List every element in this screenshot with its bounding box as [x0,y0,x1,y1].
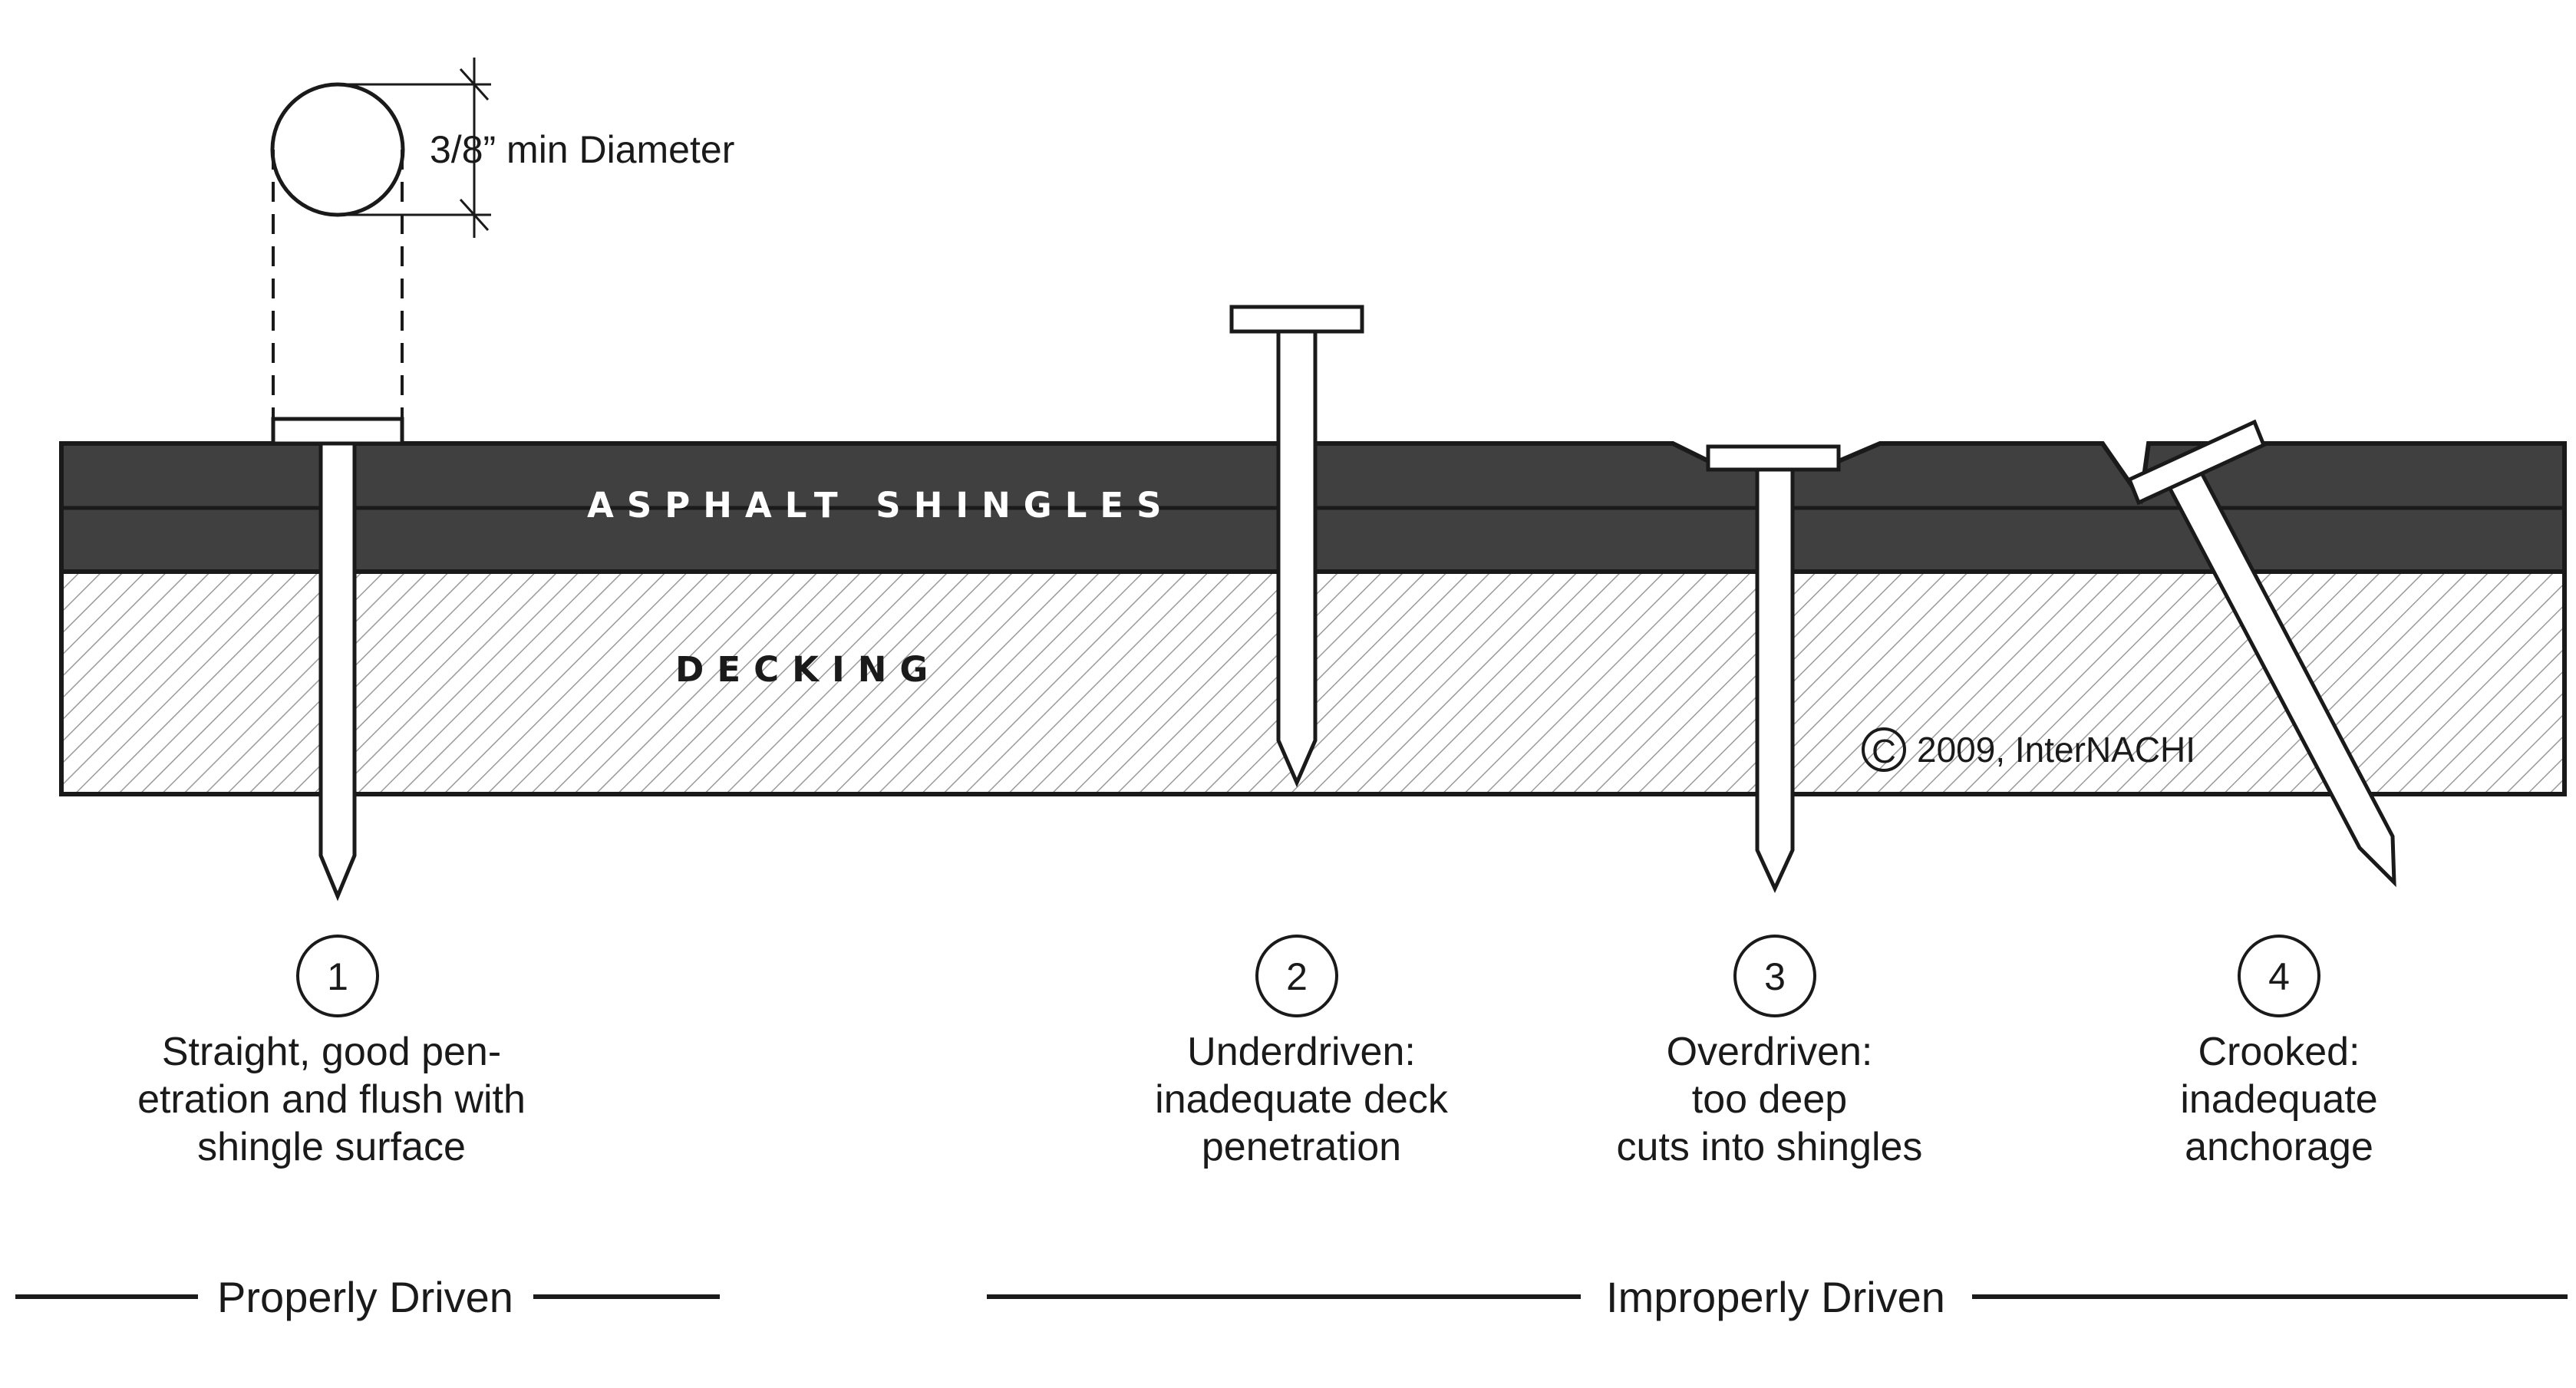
decking-label: DECKING [675,649,941,690]
nail-2-underdriven [1229,305,1364,788]
nail-1-straight [271,417,404,902]
shingles-label: ASPHALT SHINGLES [587,485,1175,526]
group-label: Improperly Driven [1606,1273,1945,1321]
caption-line: shingle surface [197,1125,466,1169]
nail-head-dimension: 3/8” min Diameter [270,58,734,419]
caption-line: too deep [1692,1077,1847,1122]
callout-number: 3 [1764,955,1786,998]
copyright-text: 2009, InterNACHI [1917,730,2195,770]
caption-line: Straight, good pen- [162,1030,501,1074]
callout-number: 2 [1286,955,1308,998]
callout-3: 3 [1733,935,1816,1017]
caption-4: Crooked: inadequate anchorage [2180,1030,2377,1169]
caption-line: penetration [1202,1125,1401,1169]
caption-line: cuts into shingles [1617,1125,1923,1169]
nail-head-circle [270,82,405,217]
copyright-symbol [1862,727,1906,772]
caption-line: inadequate [2180,1077,2377,1122]
caption-line: inadequate deck [1155,1077,1449,1122]
caption-line: Overdriven: [1667,1030,1873,1074]
group-properly-driven: Properly Driven [15,1273,720,1321]
caption-line: anchorage [2185,1125,2373,1169]
caption-line: Underdriven: [1187,1030,1416,1074]
callout-2: 2 [1255,935,1338,1017]
caption-line: Crooked: [2198,1030,2360,1074]
nail-4-crooked [2126,419,2396,888]
caption-1: Straight, good pen- etration and flush w… [137,1030,526,1169]
group-improperly-driven: Improperly Driven [987,1273,2568,1321]
dimension-label: 3/8” min Diameter [430,128,734,171]
caption-2: Underdriven: inadequate deck penetration [1155,1030,1449,1169]
nail-3-overdriven [1706,444,1841,893]
group-label: Properly Driven [217,1273,513,1321]
callout-4: 4 [2238,935,2320,1017]
caption-3: Overdriven: too deep cuts into shingles [1617,1030,1923,1169]
callout-1: 1 [296,935,379,1017]
callout-number: 4 [2268,955,2290,998]
callout-number: 1 [327,955,348,998]
svg-text:C: C [1872,733,1896,770]
copyright-notice: C 2009, InterNACHI [1862,727,2195,772]
caption-line: etration and flush with [137,1077,526,1122]
